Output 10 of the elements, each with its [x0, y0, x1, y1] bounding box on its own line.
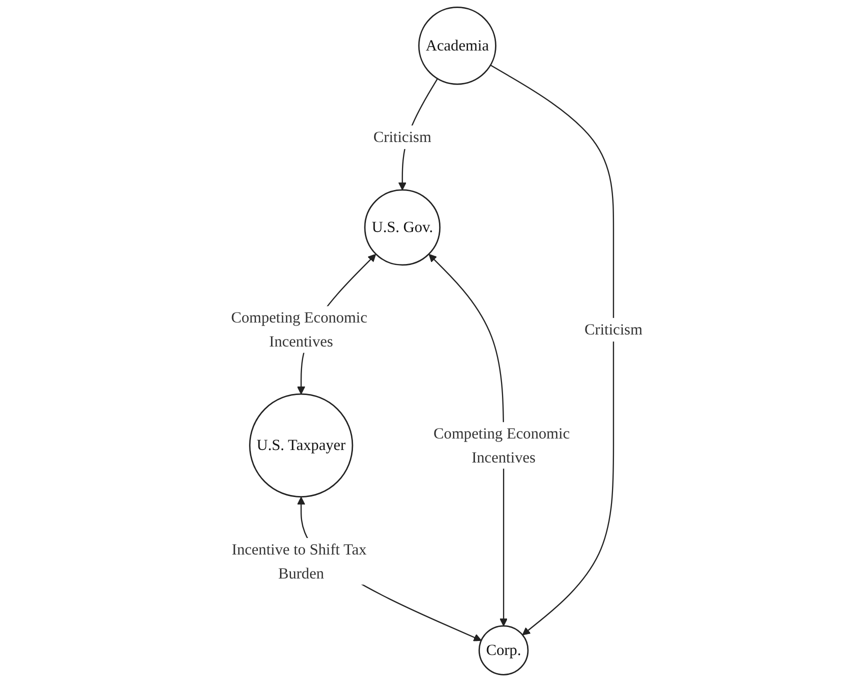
edge-label: Incentive to Shift Tax Burden: [232, 540, 367, 582]
edge-label: Competing Economic Incentives: [434, 424, 570, 466]
node-circle: Academia: [418, 6, 496, 85]
node-circle: Corp.: [478, 625, 529, 676]
edge-label: Criticism: [584, 320, 642, 338]
edge-label: Competing Economic Incentives: [231, 308, 368, 350]
arrow: [490, 64, 614, 636]
node-circle: U.S. Taxpayer: [249, 393, 354, 498]
node-circle: U.S. Gov.: [364, 189, 441, 266]
edge-label: Criticism: [373, 128, 432, 146]
